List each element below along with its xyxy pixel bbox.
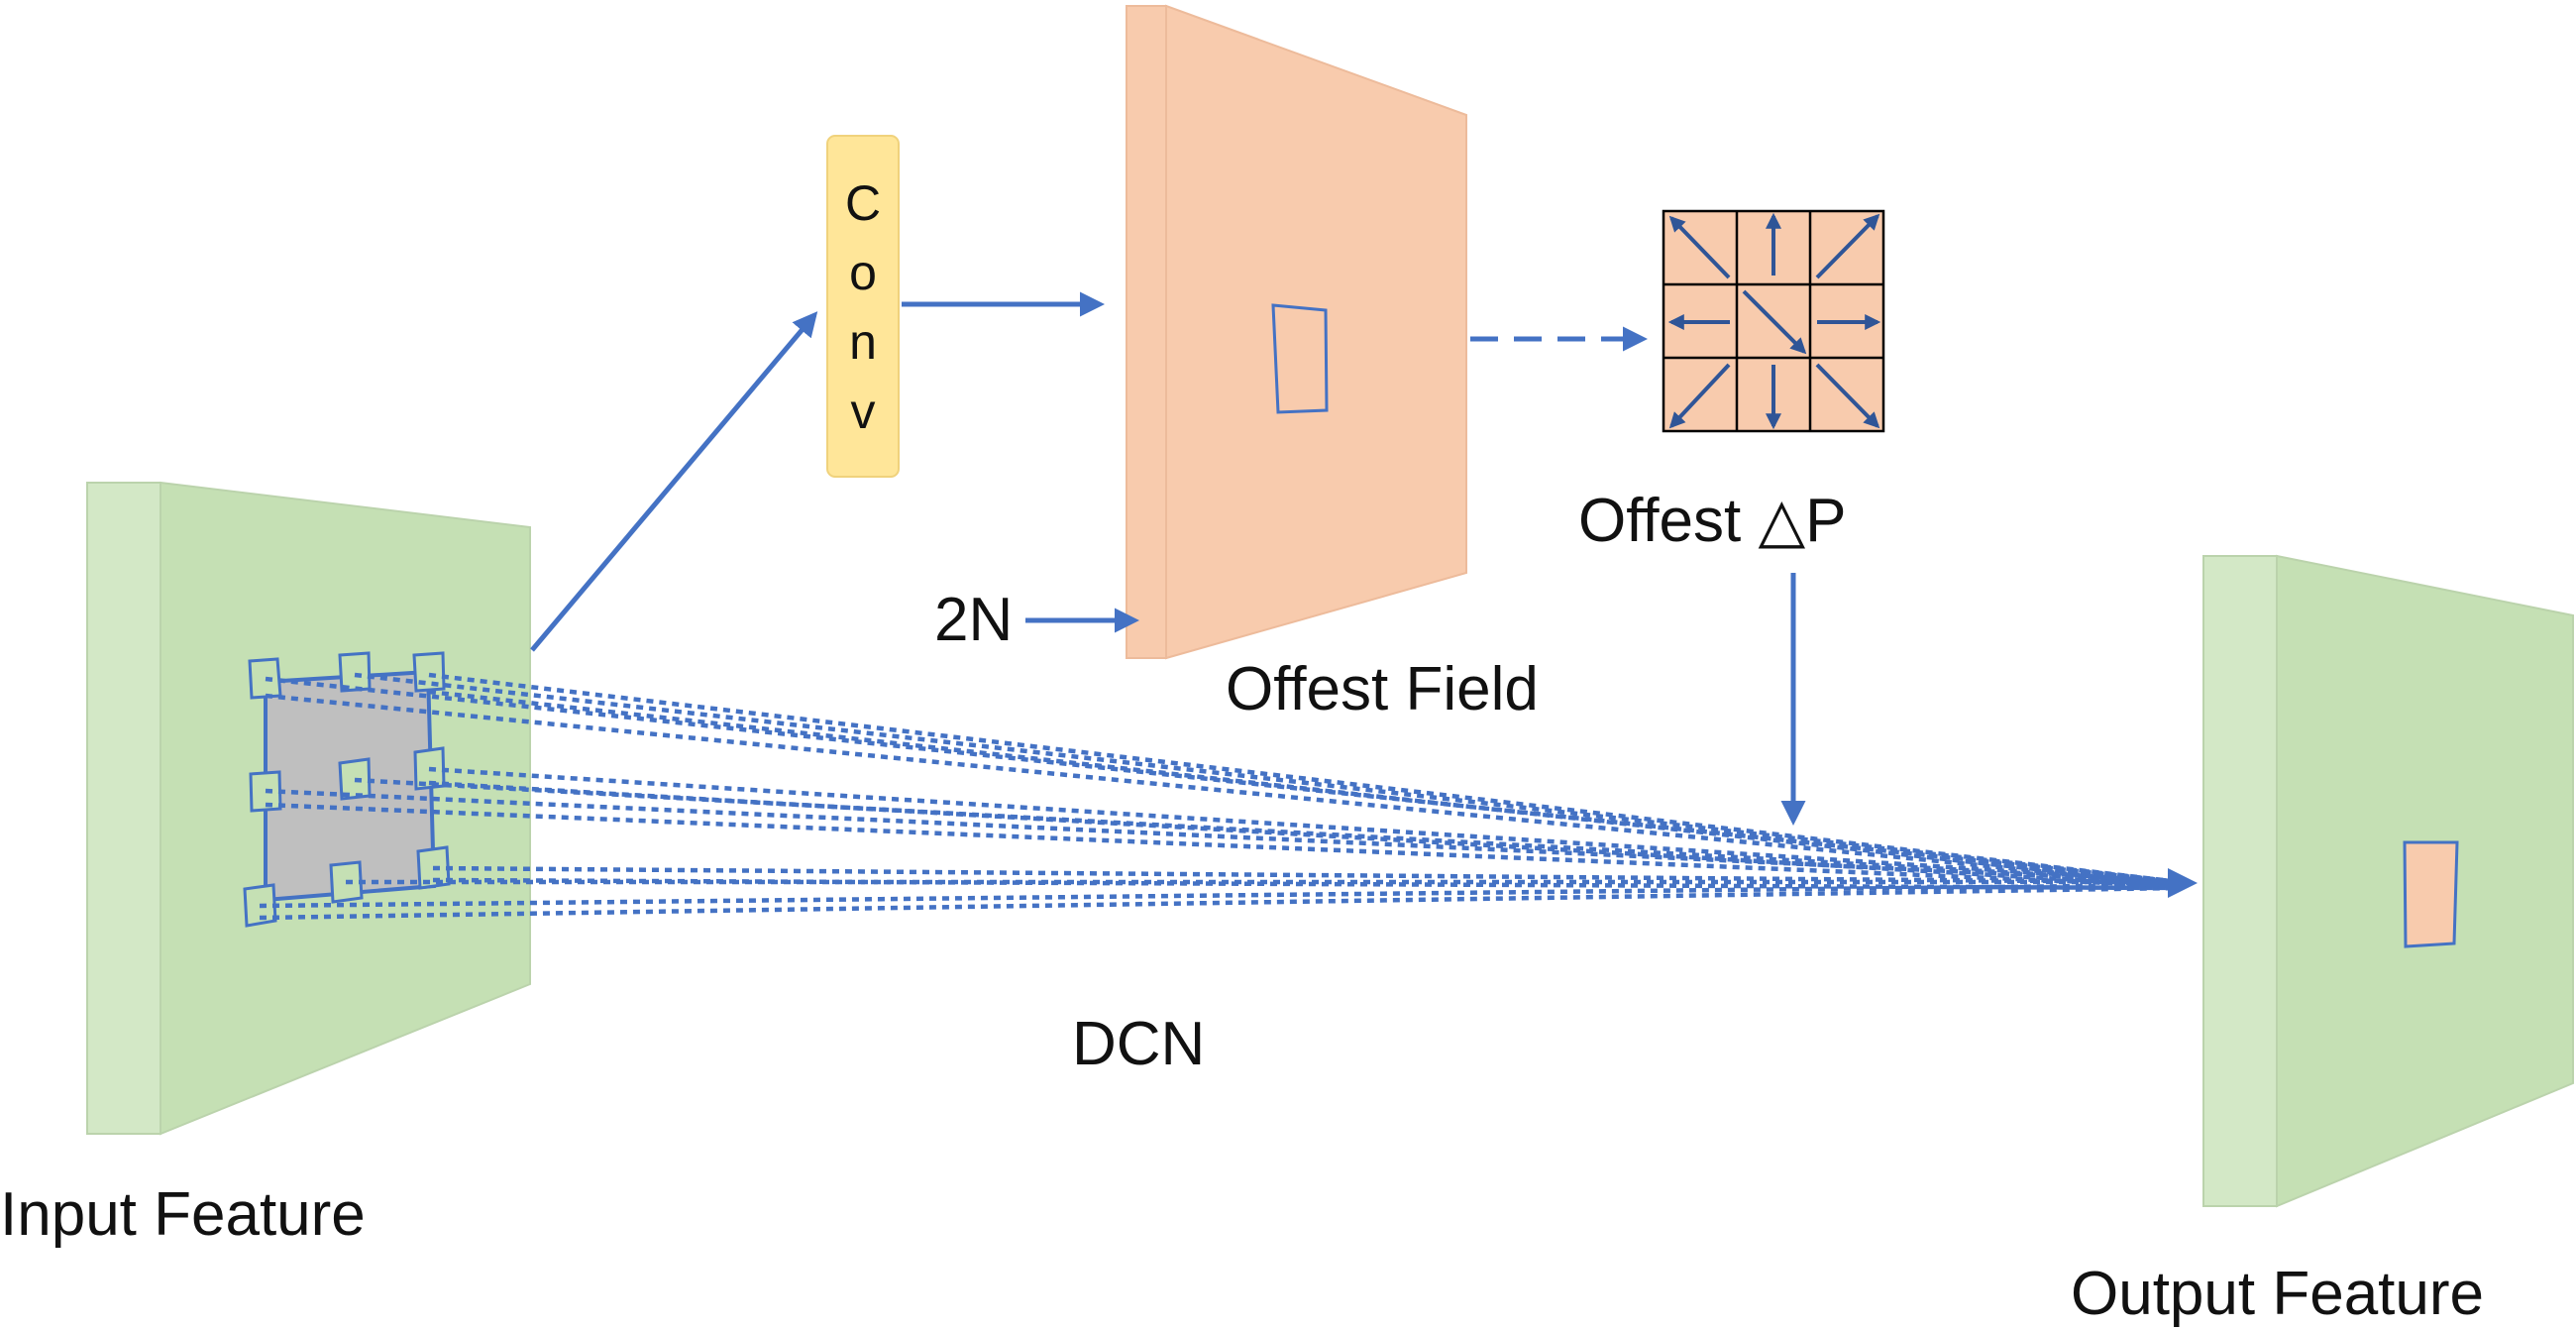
- sampling-line: [432, 865, 2181, 885]
- sampling-point: [248, 657, 282, 700]
- output-feature-cell: [2403, 840, 2459, 948]
- offset-field-window: [1271, 303, 1329, 414]
- offset-arrow: [1668, 363, 1731, 429]
- sampling-line: [428, 672, 2181, 885]
- sampling-line: [428, 780, 2181, 889]
- offset-arrow: [1815, 363, 1880, 429]
- conv-letter: v: [851, 384, 876, 439]
- sampling-line: [265, 693, 2181, 888]
- sampling-line: [428, 689, 2181, 888]
- output-feature-block: [2202, 554, 2574, 1208]
- sampling-points: [243, 651, 451, 928]
- conv-box: [826, 135, 900, 478]
- sampling-lines: [259, 672, 2181, 921]
- output-feature-label: Output Feature: [2071, 1260, 2484, 1328]
- sampling-line: [259, 885, 2181, 921]
- offset-arrow: [1815, 213, 1880, 279]
- input-to-conv-arrow: [530, 311, 818, 652]
- sampling-line: [265, 788, 2181, 885]
- conv-letter: o: [849, 245, 877, 300]
- sampling-line: [265, 802, 2181, 889]
- sampling-line: [259, 882, 2181, 909]
- sampling-line: [354, 777, 2181, 885]
- offset-delta-p-label: Offest △P: [1578, 487, 1847, 555]
- input-feature-label: Input Feature: [0, 1180, 366, 1249]
- two-n-label: 2N: [934, 586, 1013, 654]
- offset-arrow: [1668, 215, 1731, 279]
- conv-letter: n: [849, 314, 877, 370]
- sampling-point: [412, 651, 446, 693]
- offset-field-block: [1126, 4, 1467, 660]
- sampling-line: [432, 877, 2181, 891]
- offset-arrow: [1742, 289, 1807, 355]
- input-feature-side: [86, 482, 161, 1135]
- conv-block: C o n v: [826, 135, 900, 478]
- output-feature-side: [2202, 555, 2278, 1207]
- sampling-line: [428, 766, 2181, 885]
- conv-letter: C: [845, 175, 881, 231]
- offset-field-side: [1126, 5, 1167, 659]
- offset-field-face: [1165, 4, 1467, 660]
- sampling-line: [354, 672, 2181, 885]
- offset-field-label: Offest Field: [1226, 655, 1539, 723]
- dcn-label: DCN: [1072, 1010, 1205, 1078]
- offset-grid: [1662, 209, 1885, 433]
